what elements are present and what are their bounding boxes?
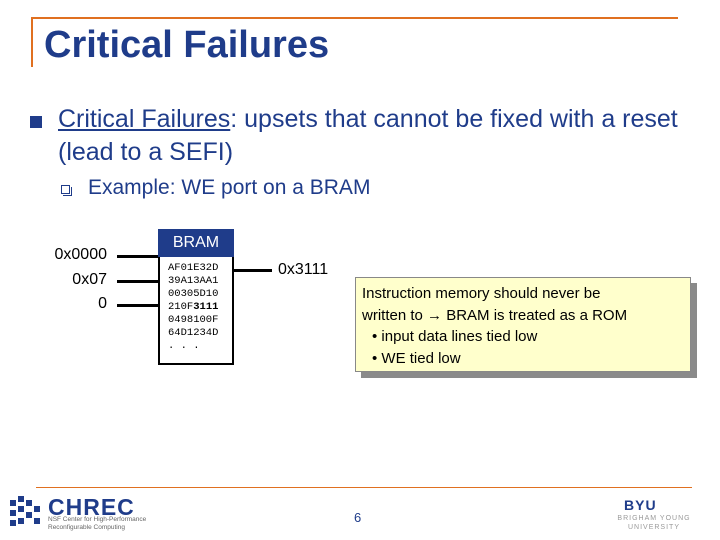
memory-word: 00305D10 [168,288,219,300]
chrec-logo-text: CHREC [48,494,135,520]
memory-word: AF01E32D [168,262,219,274]
chrec-logo-icon [10,496,40,526]
bram-body [158,257,234,365]
memory-word: 39A13AA1 [168,275,219,287]
note-item-2: • WE tied low [372,349,461,367]
memory-word: 0498100F [168,314,219,326]
data-wire [117,280,158,283]
bullet-text-2: Example: WE port on a BRAM [88,176,371,199]
bullet-term: Critical Failures [58,105,231,133]
output-wire [234,269,272,272]
memory-word: 64D1234D [168,327,219,339]
note-item-1: • input data lines tied low [372,328,538,345]
title-frame-top [31,17,678,19]
port-label-data: 0x07 [72,271,107,288]
byu-logo-text: BYU [624,497,657,513]
port-label-address: 0x0000 [54,246,108,263]
address-wire [117,255,158,258]
note-box: Instruction memory should never be writt… [355,277,691,372]
note-line-2: written to → BRAM is treated as a ROM [362,306,628,324]
bullet-rest: : upsets that cannot be fixed with a res… [58,105,678,166]
page-number: 6 [354,510,362,525]
sub-bullet-icon [61,185,72,196]
byu-subtitle: BRIGHAM YOUNG UNIVERSITY [617,515,691,531]
footer-line [36,487,692,488]
highlighted-word: 3111 [193,301,219,313]
bram-header: BRAM [158,229,234,257]
chrec-subtitle: NSF Center for High-Performance Reconfig… [48,516,147,531]
bullet-square-icon [30,116,42,128]
port-label-we: 0 [98,295,107,312]
output-value: 0x3111 [278,261,329,278]
bullet-text-1: Critical Failures: upsets that cannot be… [58,103,698,169]
memory-word: 210F3111 [168,301,219,313]
memory-ellipsis: . . . [168,340,200,352]
bram-memory-list: AF01E32D 39A13AA1 00305D10 210F3111 0498… [168,262,218,353]
title-frame-left [31,17,33,67]
slide-title: Critical Failures [44,24,330,66]
we-wire [117,304,158,307]
note-line-1: Instruction memory should never be [362,285,601,302]
